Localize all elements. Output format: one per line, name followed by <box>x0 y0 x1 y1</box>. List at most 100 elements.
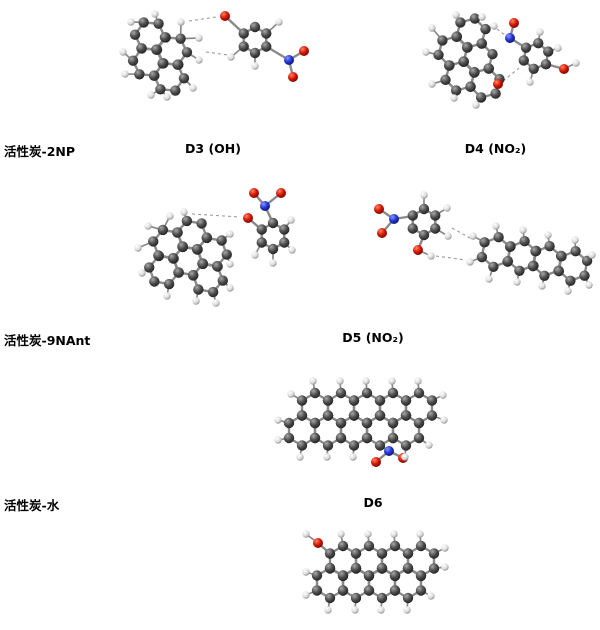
hydrogen-bond <box>502 67 520 82</box>
carbon-atom <box>173 267 184 278</box>
carbon-atom <box>148 70 160 81</box>
carbon-atom <box>402 548 414 559</box>
carbon-atom <box>129 29 141 40</box>
carbon-atom <box>350 592 362 604</box>
hydrogen-atom <box>420 191 428 199</box>
carbon-atom <box>153 250 164 261</box>
hydrogen-atom <box>251 251 259 259</box>
carbon-atom <box>188 270 199 281</box>
carbon-atom <box>309 417 321 429</box>
carbon-atom <box>430 210 441 221</box>
carbon-atom <box>279 224 290 235</box>
carbon-atom <box>311 570 323 581</box>
contacts <box>496 28 520 82</box>
carbon-atom <box>157 58 168 69</box>
carbon-atom <box>514 265 525 276</box>
carbon-atom <box>543 46 554 57</box>
carbon-atom <box>440 74 451 86</box>
carbon-atom <box>249 47 261 59</box>
complex-label-d6: D6 <box>363 495 383 510</box>
hydrogen-atom <box>287 216 295 224</box>
hydrogen-atom <box>226 284 234 292</box>
hydrogen-atom <box>450 94 458 102</box>
carbon-atom <box>430 223 441 234</box>
carbon-atom <box>256 224 267 235</box>
carbon-atom <box>324 592 336 604</box>
hydrogen-atom <box>119 48 127 56</box>
contacts <box>435 227 471 261</box>
carbon-atom <box>170 85 181 96</box>
carbon-atom <box>413 387 425 399</box>
carbon-atom <box>309 432 321 444</box>
molecule-d4-complex <box>422 11 580 109</box>
carbon-atom <box>335 387 347 399</box>
atoms <box>134 188 296 307</box>
hydrogen-atom <box>588 251 596 259</box>
oxygen-atom <box>509 18 519 28</box>
hydrogen-atom <box>274 436 282 444</box>
carbon-atom <box>153 18 164 29</box>
carbon-atom <box>148 236 159 247</box>
carbon-atom <box>348 410 360 421</box>
oxygen-atom <box>299 46 309 56</box>
hydrogen-atom <box>554 44 562 52</box>
hydrogen-atom <box>302 568 310 576</box>
carbon-atom <box>476 251 488 263</box>
carbon-atom <box>407 223 418 234</box>
carbon-atom <box>197 258 209 270</box>
hydrogen-atom <box>585 281 593 289</box>
carbon-atom <box>196 218 207 229</box>
carbon-atom <box>261 28 272 39</box>
hydrogen-atom <box>469 232 477 240</box>
carbon-atom <box>493 232 504 243</box>
hydrogen-atom <box>403 606 411 614</box>
hydrogen-atom <box>195 56 203 64</box>
hydrogen-atom <box>538 282 546 290</box>
oxygen-atom <box>243 213 253 223</box>
carbon-atom <box>413 432 425 444</box>
carbon-atom <box>337 585 349 596</box>
hydrogen-atom <box>134 244 142 252</box>
hydrogen-atom <box>428 24 436 32</box>
carbon-atom <box>544 241 555 252</box>
hydrogen-atom <box>401 453 409 461</box>
carbon-atom <box>505 241 516 252</box>
carbon-atom <box>267 243 279 255</box>
carbon-atom <box>540 59 552 70</box>
carbon-atom <box>579 270 590 281</box>
hydrogen-atom <box>324 606 332 614</box>
carbon-atom <box>483 63 495 74</box>
hydrogen-atom <box>163 93 171 101</box>
carbon-atom <box>348 395 360 406</box>
carbon-atom <box>479 237 490 248</box>
complex-label-d5: D5 (NO₂) <box>342 330 404 345</box>
hydrogen-atom <box>441 563 449 571</box>
contacts <box>188 16 229 56</box>
carbon-atom <box>216 235 227 246</box>
molecule-d5-complex-view1 <box>134 188 296 307</box>
carbon-atom <box>374 395 386 406</box>
carbon-atom <box>212 261 223 272</box>
carbon-atom <box>400 410 412 421</box>
carbon-atom <box>191 243 203 255</box>
carbon-atom <box>309 387 321 399</box>
hydrogen-atom <box>544 231 552 239</box>
hydrogen-atom <box>425 441 433 449</box>
carbon-atom <box>389 585 401 596</box>
hydrogen-atom <box>251 62 259 70</box>
carbon-atom <box>402 592 414 604</box>
hydrogen-atom <box>441 544 449 552</box>
carbon-atom <box>400 440 412 451</box>
hydrogen-atom <box>275 18 283 26</box>
carbon-atom <box>565 275 576 286</box>
carbon-atom <box>374 440 386 451</box>
oxygen-atom <box>288 72 298 82</box>
oxygen-atom <box>374 204 384 214</box>
hydrogen-bond <box>451 227 471 239</box>
carbon-atom <box>465 81 476 93</box>
carbon-atom <box>475 92 487 103</box>
hydrogen-atom <box>302 530 310 538</box>
carbon-atom <box>172 59 183 70</box>
section-label-water: 活性炭-水 <box>4 498 60 513</box>
molecule-d5-complex-view2 <box>374 191 596 295</box>
